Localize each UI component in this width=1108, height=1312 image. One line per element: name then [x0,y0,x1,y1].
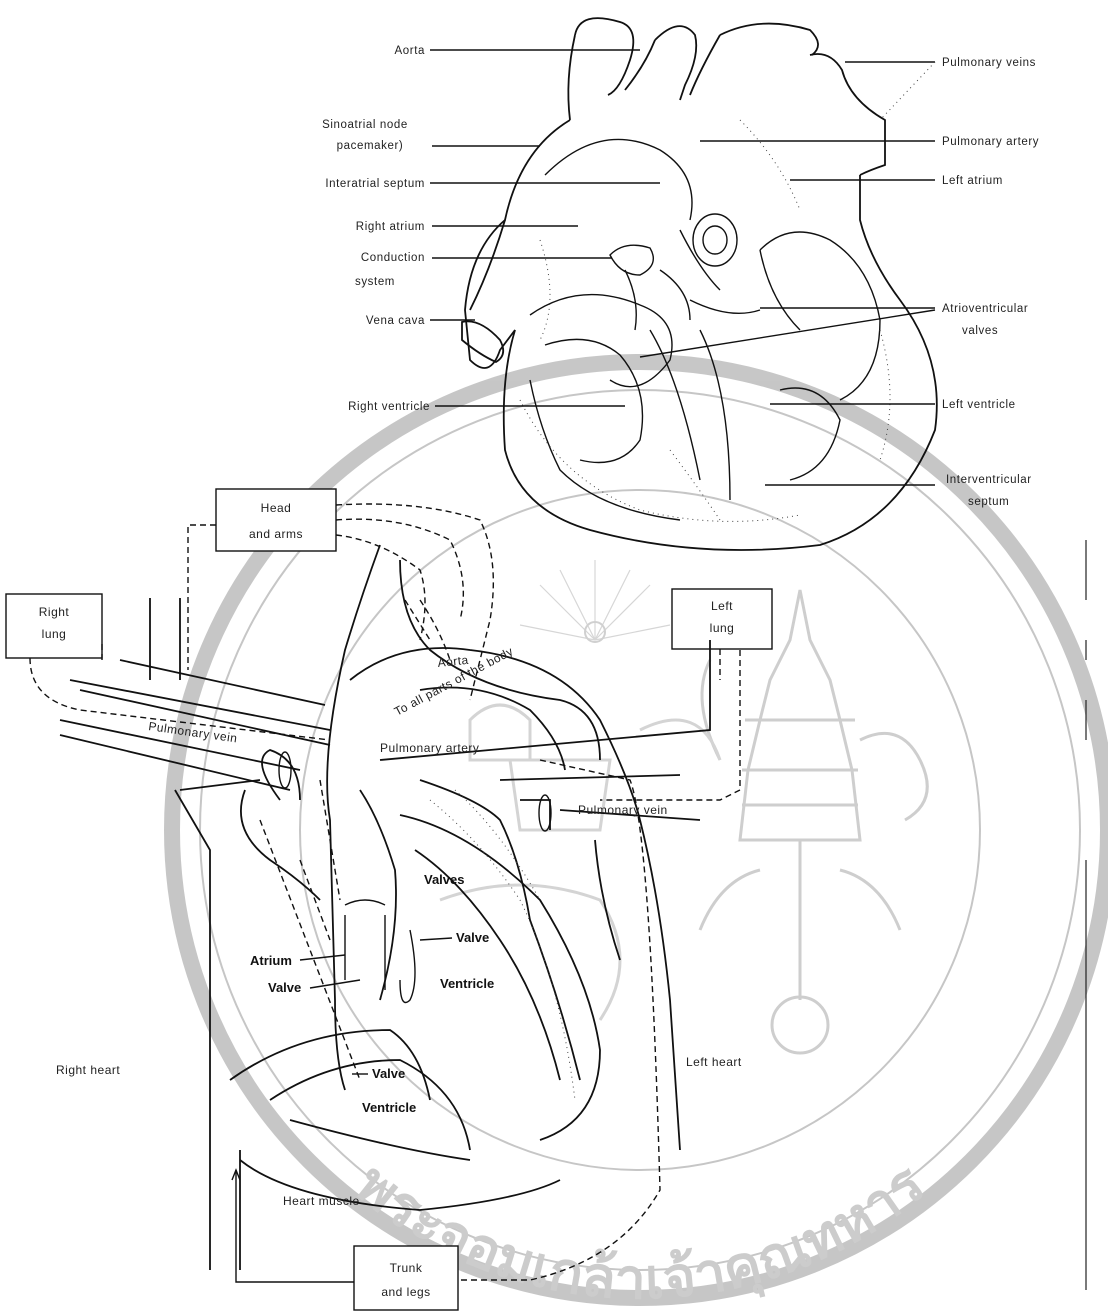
label-heart-muscle: Heart muscle [283,1194,360,1208]
label-valves: Valves [424,872,465,887]
label-right-atrium: Right atrium [356,221,425,233]
label-left-ventricle: Left ventricle [942,399,1016,411]
label-right-ventricle: Right ventricle [348,401,430,413]
label-left-heart: Left heart [686,1055,742,1069]
label-circ-pulmonary-artery: Pulmonary artery [380,741,479,755]
label-iv-septum-line1: Interventricular [946,474,1032,486]
label-ventricle-low: Ventricle [362,1100,416,1115]
box-right-lung [6,594,102,658]
label-lung-right: lung [42,627,67,641]
label-av-valves-line1: Atrioventricular [942,303,1028,315]
label-atrium: Atrium [250,953,292,968]
label-valve-mid: Valve [456,930,489,945]
label-trunk: Trunk [390,1261,423,1275]
label-valve-low: Valve [372,1066,405,1081]
label-right-heart: Right heart [56,1063,120,1077]
label-valve-left: Valve [268,980,301,995]
label-left-atrium: Left atrium [942,175,1003,187]
label-ventricle-right-side: Ventricle [440,976,494,991]
label-head: Head [261,501,292,515]
label-pulmonary-artery: Pulmonary artery [942,136,1039,148]
box-trunk-legs [354,1246,458,1310]
label-av-valves-line2: valves [962,325,998,337]
label-and-legs: and legs [381,1285,430,1299]
box-head-arms [216,489,336,551]
label-aorta: Aorta [395,45,426,57]
label-lung-left: lung [710,621,735,635]
label-vena-cava: Vena cava [366,315,425,327]
label-pulmonary-veins: Pulmonary veins [942,57,1036,69]
label-sinoatrial-node: Sinoatrial node [322,119,408,131]
label-interatrial-septum: Interatrial septum [325,178,425,190]
label-system: system [355,276,395,288]
label-pacemaker: pacemaker) [337,140,404,152]
box-left-lung [672,589,772,649]
heart-anatomy [462,18,937,550]
label-iv-septum-line2: septum [968,496,1009,508]
label-circ-pulmonary-vein-right: Pulmonary vein [578,803,668,817]
label-conduction: Conduction [361,252,425,264]
label-right: Right [39,605,70,619]
label-and-arms: and arms [249,527,303,541]
label-left: Left [711,599,733,613]
